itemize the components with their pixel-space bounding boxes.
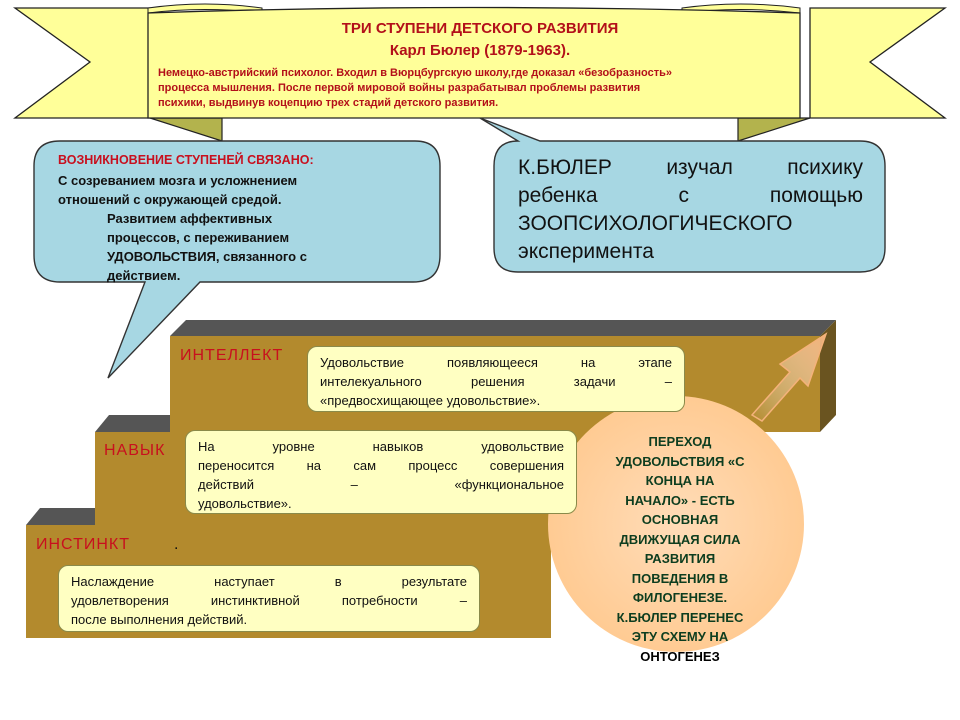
circle-line: ДВИЖУЩАЯ СИЛА — [619, 531, 741, 547]
circle-line: НАЧАЛО» - ЕСТЬ — [625, 492, 735, 508]
navyk-description-box: На уровне навыков удовольствие переносит… — [185, 430, 577, 514]
left-callout-title: ВОЗНИКНОВЕНИЕ СТУПЕНЕЙ СВЯЗАНО: — [58, 153, 314, 167]
circle-line: УДОВОЛЬСТВИЯ «С — [615, 453, 745, 469]
box-line: после выполнения действий. — [71, 612, 248, 627]
banner-description-line: процесса мышления. После первой мировой … — [158, 82, 641, 94]
left-callout-item-1: С созреванием мозга и усложнением отноше… — [58, 171, 388, 209]
step-label-dot: . — [174, 536, 179, 553]
circle-line: ПЕРЕХОД — [648, 434, 712, 449]
circle-text: ПЕРЕХОД УДОВОЛЬСТВИЯ «С КОНЦА НА НАЧАЛО»… — [585, 432, 775, 666]
left-callout-line: процессов, с переживанием — [107, 230, 290, 245]
right-callout-line: эксперимента — [518, 240, 654, 263]
step-label-intellect: ИНТЕЛЛЕКТ — [180, 347, 284, 364]
circle-line: ПОВЕДЕНИЯ В — [631, 570, 729, 586]
box-line: интелекуального решения задачи – — [320, 374, 672, 389]
step-label-instinkt: ИНСТИНКТ — [36, 536, 130, 553]
left-callout-line: С созреванием мозга и усложнением — [58, 173, 298, 188]
left-callout-line: действием. — [107, 268, 181, 283]
left-callout-item-2: Развитием аффективных процессов, с переж… — [107, 209, 367, 285]
box-line: переносится на сам процесс совершения — [198, 458, 564, 473]
box-line: На уровне навыков удовольствие — [198, 439, 564, 454]
box-line: Удовольствие появляющееся на этапе — [320, 355, 672, 370]
right-callout-line: ЗООПСИХОЛОГИЧЕСКОГО — [518, 212, 793, 235]
banner-description-line: психики, выдвинув коцепцию трех стадий д… — [158, 97, 499, 109]
box-line: действий – «функциональное — [198, 477, 564, 492]
box-line: удовольствие». — [198, 496, 292, 511]
banner-description: Немецко-австрийский психолог. Входил в В… — [158, 66, 788, 111]
right-callout-line: К.БЮЛЕР изучал психику — [518, 156, 863, 179]
box-line: Наслаждение наступает в результате — [71, 574, 467, 589]
right-callout-line: ребенка с помощью — [518, 184, 863, 207]
banner-ribbon — [12, 3, 948, 142]
circle-line: КОНЦА НА — [645, 473, 715, 488]
intellect-description-box: Удовольствие появляющееся на этапе интел… — [307, 346, 685, 412]
left-callout-line: отношений с окружающей средой. — [58, 192, 282, 207]
circle-line: К.БЮЛЕР ПЕРЕНЕС — [616, 609, 744, 625]
box-line: «предвосхищающее удовольствие». — [320, 393, 541, 408]
up-arrow-icon — [750, 332, 828, 422]
instinkt-description-box: Наслаждение наступает в результате удовл… — [58, 565, 480, 632]
banner-title: ТРИ СТУПЕНИ ДЕТСКОГО РАЗВИТИЯ — [341, 20, 619, 37]
right-callout-bubble — [479, 117, 886, 273]
box-line: удовлетворения инстинктивной потребности… — [71, 593, 467, 608]
left-callout-bubble — [33, 140, 441, 379]
circle-line: РАЗВИТИЯ — [644, 551, 716, 566]
circle-line: ЭТУ СХЕМУ НА — [631, 629, 729, 644]
circle-last-line: ОНТОГЕНЕЗ — [640, 648, 720, 664]
circle-line: ФИЛОГЕНЕЗЕ. — [632, 590, 728, 605]
banner-subtitle: Карл Бюлер (1879-1963). — [389, 42, 571, 59]
left-callout-line: Развитием аффективных — [107, 211, 273, 226]
banner-description-line: Немецко-австрийский психолог. Входил в В… — [158, 67, 673, 79]
left-callout-line: УДОВОЛЬСТВИЯ, связанного с — [107, 249, 307, 264]
transition-circle — [548, 396, 804, 652]
right-callout-text: К.БЮЛЕР изучал психику ребенка с помощью… — [518, 154, 863, 266]
circle-line: ОСНОВНАЯ — [641, 512, 719, 527]
step-label-navyk: НАВЫК — [104, 442, 166, 459]
